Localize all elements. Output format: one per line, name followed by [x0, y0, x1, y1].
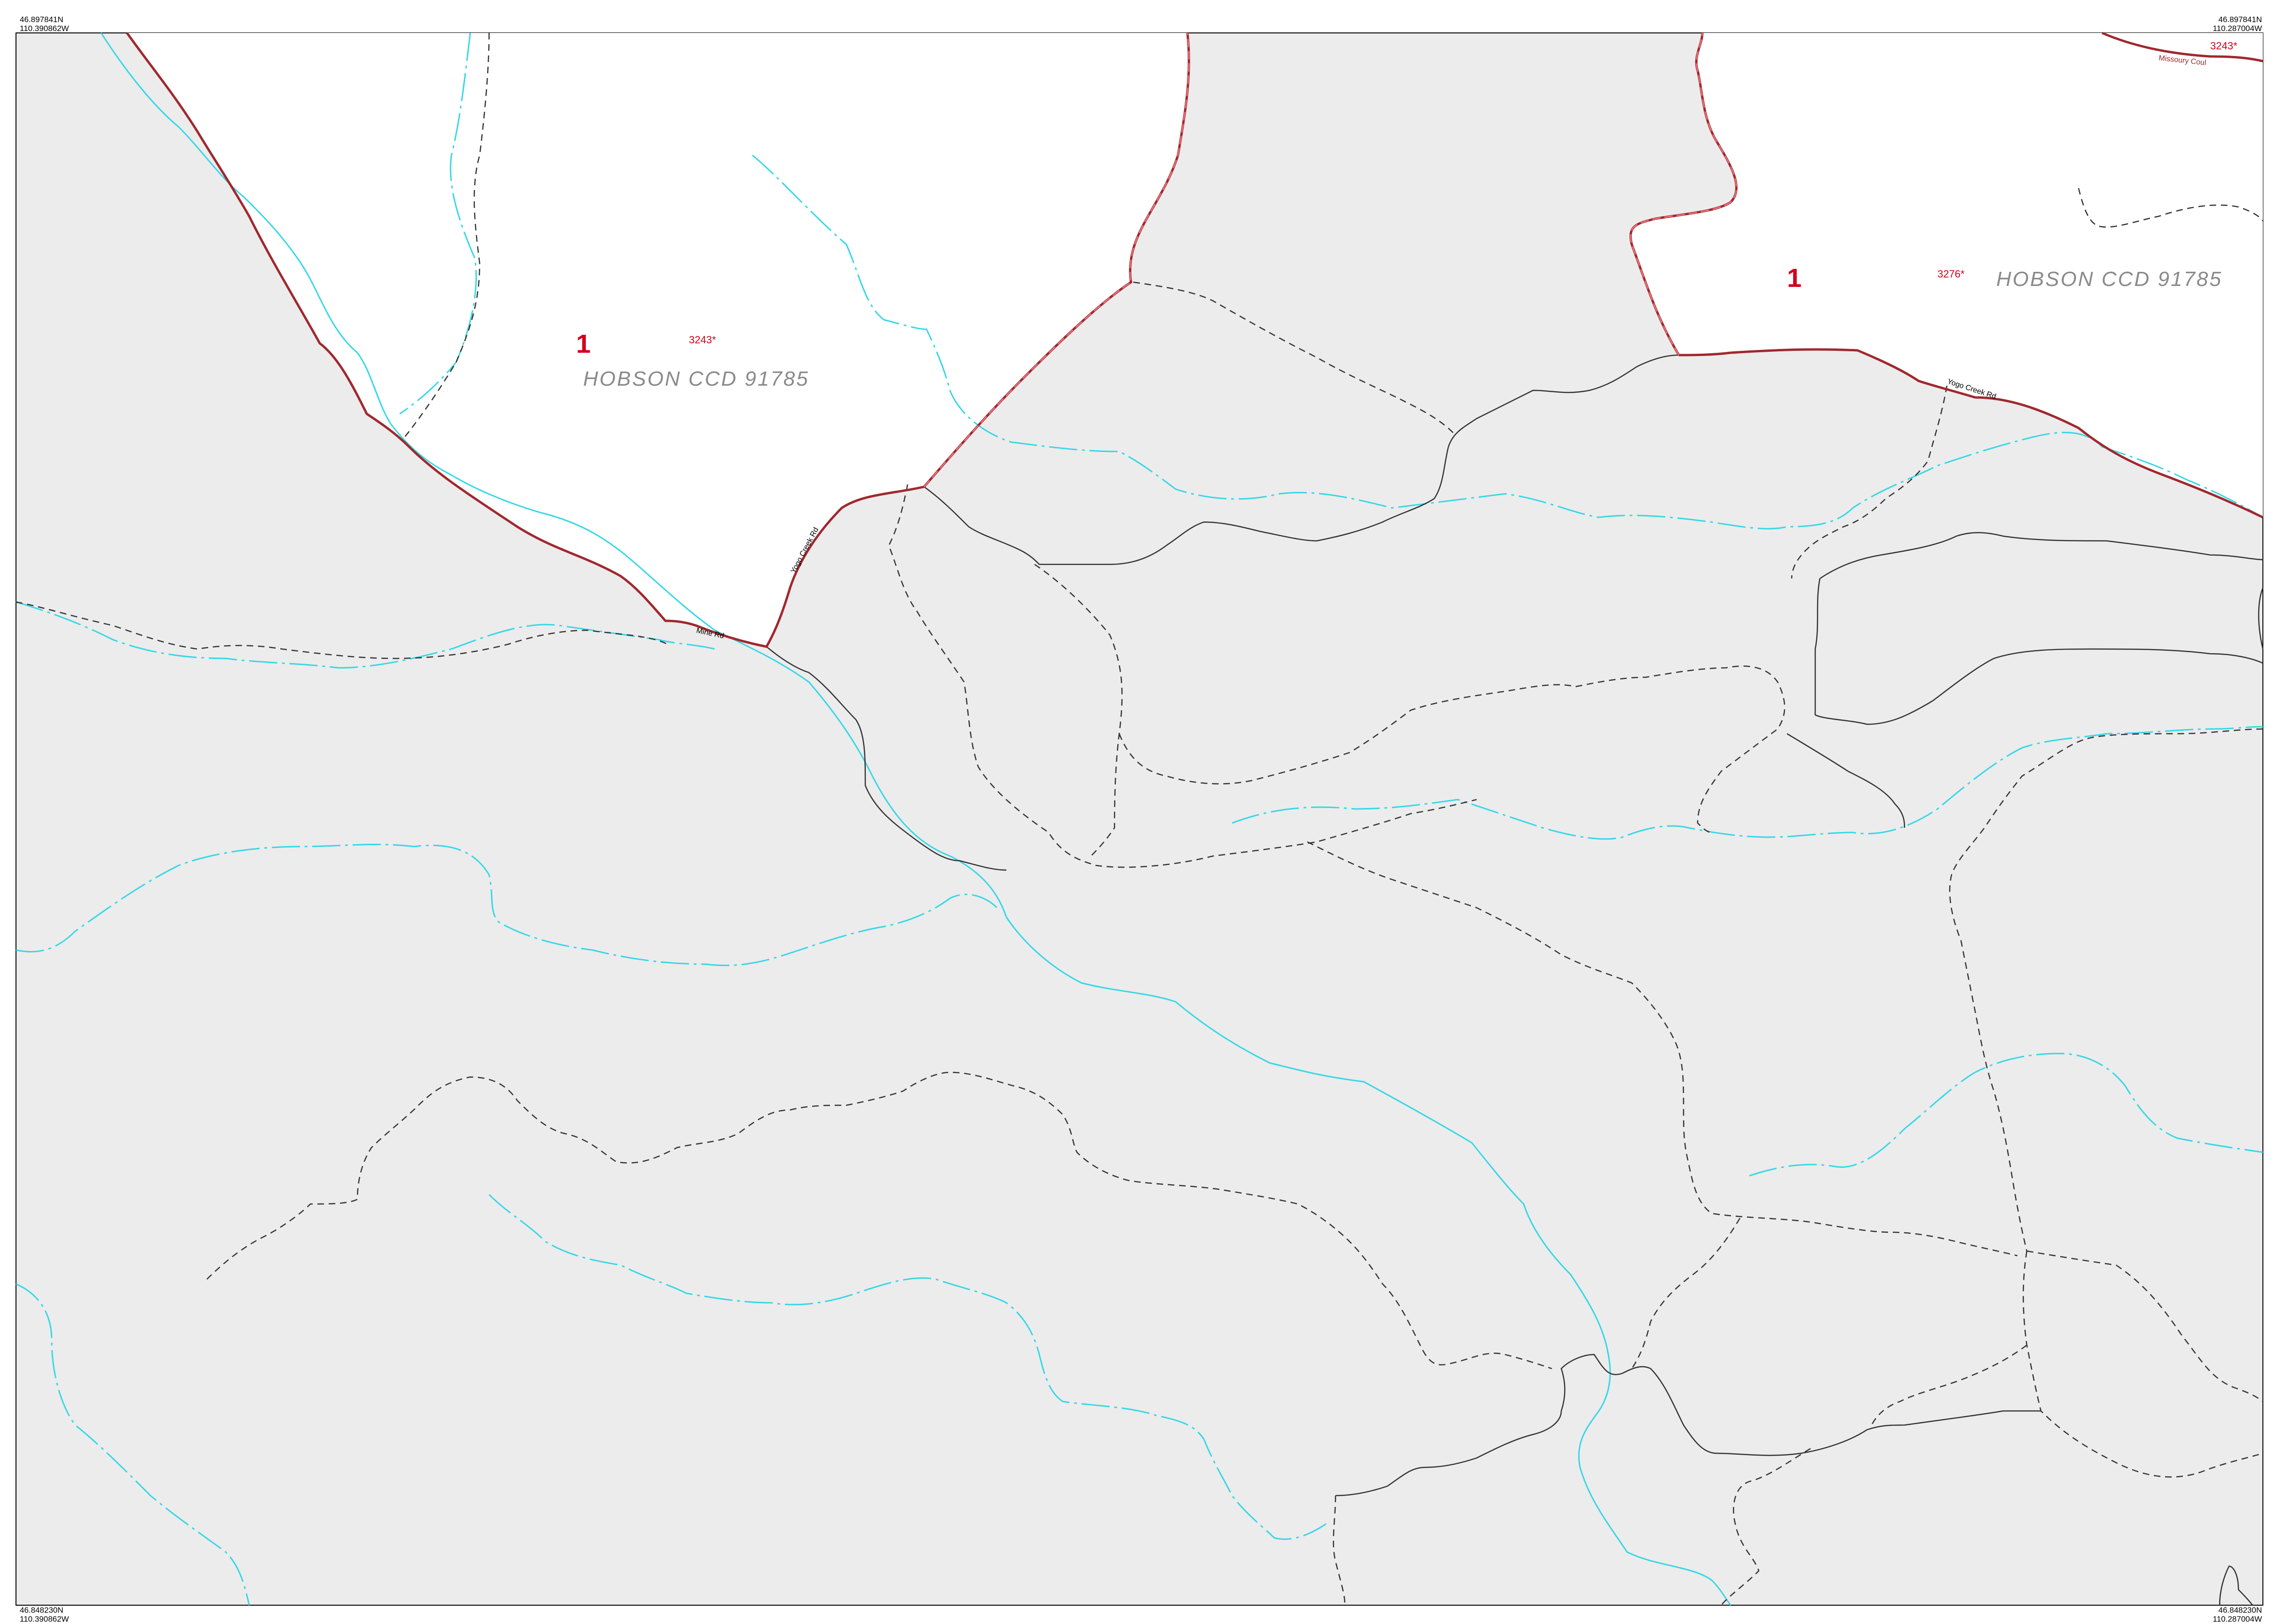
county-boundary-overlay — [923, 32, 1190, 487]
trail — [404, 32, 490, 438]
corner-coordinates-bottom-left: 46.848230N 110.390862W — [20, 1606, 69, 1624]
corner-coordinates-top-right: 46.897841N 110.287004W — [2213, 15, 2262, 33]
latitude: 46.848230N — [20, 1606, 63, 1615]
longitude: 110.390862W — [20, 24, 69, 33]
block-code: 3243* — [689, 334, 716, 346]
latitude: 46.848230N — [2218, 1606, 2262, 1615]
road — [1787, 733, 1905, 828]
latitude: 46.897841N — [2218, 15, 2262, 24]
trail — [1721, 1448, 1811, 1606]
block-code: 3276* — [1937, 268, 1965, 280]
longitude: 110.390862W — [20, 1615, 69, 1624]
trail — [206, 1071, 1552, 1370]
ccd-area-west — [127, 33, 1189, 647]
trail — [1791, 385, 1948, 579]
trail — [2023, 1251, 2263, 1478]
trail — [888, 484, 1477, 868]
trail — [16, 601, 668, 659]
trail — [2078, 188, 2264, 228]
trail — [1307, 841, 2018, 1257]
trail — [1118, 665, 1786, 833]
road — [2219, 1565, 2253, 1606]
stream — [488, 1194, 1327, 1540]
county-boundary-overlay — [1629, 32, 1737, 356]
corner-coordinates-top-left: 46.897841N 110.390862W — [20, 15, 69, 33]
longitude: 110.287004W — [2213, 24, 2262, 33]
trail — [1949, 728, 2263, 1252]
county-boundary — [2102, 32, 2263, 63]
trail — [1631, 1218, 1741, 1369]
place-label: HOBSON CCD 91785 — [583, 367, 809, 390]
trail — [1034, 563, 1123, 856]
stream — [16, 844, 998, 966]
ccd-area-east — [1630, 33, 2263, 517]
ccd-boundary — [1678, 348, 2264, 519]
place-label: HOBSON CCD 91785 — [1996, 268, 2222, 291]
stream — [399, 32, 477, 415]
stream — [1749, 1053, 2263, 1177]
road — [766, 646, 1007, 871]
ccd-boundary — [126, 32, 925, 648]
latitude: 46.897841N — [20, 15, 63, 24]
block-code: 3243* — [2210, 40, 2237, 52]
district-number: 1 — [576, 329, 591, 358]
stream — [752, 154, 2263, 530]
road — [2258, 587, 2264, 650]
district-number: 1 — [1787, 263, 1802, 293]
corner-coordinates-bottom-right: 46.848230N 110.287004W — [2213, 1606, 2262, 1624]
stream — [1232, 726, 2263, 840]
stream — [16, 601, 715, 669]
road — [1819, 532, 2263, 579]
stream — [16, 1283, 250, 1606]
road — [1335, 1354, 2041, 1497]
trail — [1133, 281, 1454, 433]
trail — [2026, 1250, 2263, 1402]
stream — [100, 32, 1731, 1606]
longitude: 110.287004W — [2213, 1615, 2262, 1624]
road — [924, 354, 1679, 565]
road — [1814, 578, 2263, 725]
